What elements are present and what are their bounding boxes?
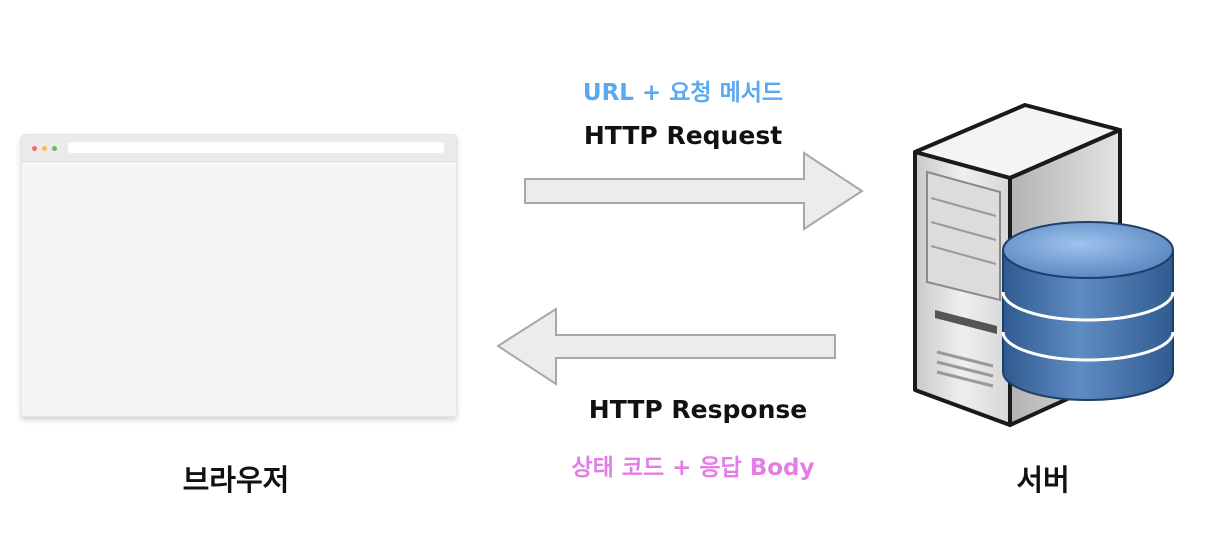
address-bar — [68, 142, 444, 153]
browser-window-icon — [21, 134, 457, 417]
response-detail-label: 상태 코드 + 응답 Body — [571, 455, 815, 481]
request-detail-label: URL + 요청 메서드 — [582, 80, 784, 106]
maximize-dot-icon — [52, 146, 57, 151]
browser-label: 브라우저 — [182, 463, 290, 497]
browser-title-bar — [22, 135, 456, 162]
request-title-label: HTTP Request — [583, 121, 783, 150]
close-dot-icon — [32, 146, 37, 151]
minimize-dot-icon — [42, 146, 47, 151]
server-label: 서버 — [1016, 463, 1070, 497]
response-title-label: HTTP Response — [588, 395, 808, 424]
server-database-icon — [913, 103, 1175, 427]
